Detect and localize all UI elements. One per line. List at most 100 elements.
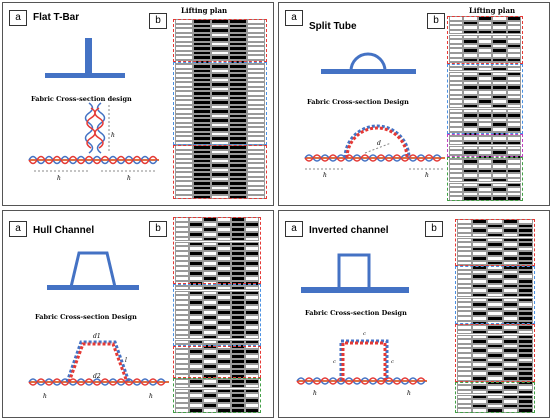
lifting-plan-cell xyxy=(487,228,503,233)
lifting-plan-cell xyxy=(502,348,518,353)
lifting-plan-cell xyxy=(449,140,464,146)
lifting-plan-cell xyxy=(189,290,203,296)
lifting-plan-cell xyxy=(506,127,521,132)
lifting-plan-cell xyxy=(487,334,503,340)
lifting-plan-cell xyxy=(217,266,231,271)
lifting-plan-cell xyxy=(203,310,217,315)
lifting-plan-cell xyxy=(457,302,473,307)
lifting-plan-cell xyxy=(245,251,259,257)
lifting-plan-cell xyxy=(175,236,189,242)
lifting-plan-cell xyxy=(449,20,464,26)
lifting-plan-cell xyxy=(457,269,473,275)
lifting-plan-cell xyxy=(189,285,203,291)
lifting-plan-cell xyxy=(175,256,189,262)
lifting-plan-cell xyxy=(487,403,503,409)
lifting-plan-cell xyxy=(231,319,245,325)
lifting-plan-cell xyxy=(231,285,245,291)
lifting-plan-cell xyxy=(231,221,245,227)
lifting-plan-cell xyxy=(193,100,211,105)
lifting-plan-cell xyxy=(231,226,245,232)
lifting-plan-cell xyxy=(217,319,231,325)
lifting-plan-cell xyxy=(175,149,193,154)
lifting-plan-cell xyxy=(472,385,488,390)
lifting-plan-cell xyxy=(463,127,478,132)
lifting-plan-cell xyxy=(217,270,231,276)
lifting-plan-cell xyxy=(477,196,493,201)
lifting-plan-cell xyxy=(506,99,521,104)
lifting-plan-cell xyxy=(229,194,247,199)
lifting-plan-cell xyxy=(449,187,464,192)
lifting-plan-cell xyxy=(245,300,259,306)
lifting-plan-cell xyxy=(175,339,189,345)
cross-section-diagram: h h h xyxy=(28,102,159,182)
lifting-plan-cell xyxy=(506,168,521,174)
lifting-plan-cell xyxy=(247,194,265,199)
lifting-plan-cell xyxy=(231,408,245,413)
lifting-plan-cell xyxy=(211,55,229,60)
lifting-plan-cell xyxy=(217,295,231,301)
lifting-plan-cell xyxy=(487,283,503,289)
lifting-plan-cell xyxy=(217,359,231,364)
lifting-plan-cell xyxy=(492,140,507,146)
lifting-plan-cell xyxy=(487,357,503,363)
lifting-plan-cell xyxy=(477,20,493,26)
lifting-plan-cell xyxy=(203,226,217,232)
lifting-plan-cell xyxy=(457,283,473,289)
lifting-plan-cell xyxy=(477,71,493,77)
lifting-plan-cell xyxy=(472,251,488,256)
lifting-plan-cell xyxy=(506,187,521,192)
lifting-plan-cell xyxy=(175,167,193,172)
lifting-plan-cell xyxy=(229,185,247,190)
lifting-plan-cell xyxy=(463,29,478,35)
lifting-plan-cell xyxy=(231,403,245,409)
lifting-plan-cell xyxy=(231,324,245,330)
lifting-plan-cell xyxy=(229,122,247,127)
dim-l: l xyxy=(125,357,127,364)
lifting-plan-cell xyxy=(457,385,473,390)
lifting-plan-cell xyxy=(229,77,247,82)
lifting-plan-cell xyxy=(502,279,518,284)
lifting-plan-cell xyxy=(449,196,464,201)
lifting-plan-cell xyxy=(457,366,473,372)
lifting-plan-cell xyxy=(247,100,265,105)
lifting-plan-cell xyxy=(247,82,265,87)
lifting-plan-cell xyxy=(477,187,493,192)
lifting-plan-cell xyxy=(203,354,217,360)
panel-b-label: b xyxy=(149,221,167,237)
cross-section-subtitle: Fabric Cross-section Design xyxy=(307,98,409,106)
lifting-plan-cell xyxy=(211,127,229,132)
lifting-plan-cell xyxy=(217,349,231,355)
lifting-plan-cell xyxy=(229,118,247,123)
lifting-plan-cell xyxy=(229,23,247,28)
lifting-plan-cell xyxy=(229,64,247,69)
lifting-plan-cell xyxy=(477,66,493,72)
lifting-plan-cell xyxy=(463,66,478,72)
lifting-plan-cell xyxy=(175,408,189,413)
lifting-plan-cell xyxy=(247,55,265,60)
lifting-plan-cell xyxy=(193,77,211,82)
lifting-plan-cell xyxy=(517,325,533,330)
lifting-plan-cell xyxy=(472,399,488,404)
lifting-plan-cell xyxy=(492,90,507,95)
lifting-plan-cell xyxy=(492,177,507,183)
cross-section-subtitle: Fabric Cross-section Design xyxy=(305,309,407,317)
lifting-plan-cell xyxy=(229,32,247,37)
lifting-plan-cell xyxy=(502,311,518,316)
lifting-plan-cell xyxy=(231,334,245,340)
lifting-plan-cell xyxy=(175,37,193,42)
lifting-plan-cell xyxy=(217,398,231,404)
lifting-plan-cell xyxy=(506,39,521,44)
lifting-plan-cell xyxy=(247,149,265,154)
lifting-plan-cell xyxy=(477,103,493,109)
lifting-plan-cell xyxy=(203,388,217,394)
lifting-plan-cell xyxy=(477,90,493,95)
lifting-plan-cell xyxy=(175,290,189,296)
lifting-plan-cell xyxy=(487,288,503,293)
lifting-plan-cell xyxy=(506,85,521,90)
lifting-plan-cell xyxy=(472,292,488,298)
lifting-plan-cell xyxy=(449,173,464,178)
lifting-plan-cell xyxy=(502,288,518,293)
lifting-plan-cell xyxy=(477,39,493,44)
lifting-plan-cell xyxy=(231,300,245,306)
lifting-plan-cell xyxy=(175,73,193,78)
